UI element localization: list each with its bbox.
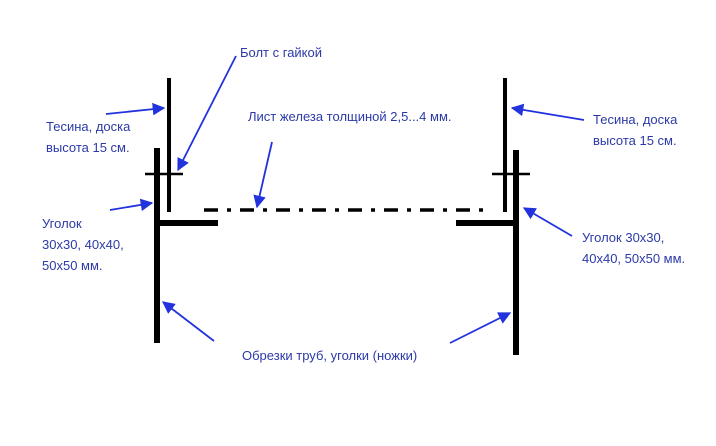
arrow-leg-right — [449, 312, 512, 344]
arrow-board-right — [510, 103, 585, 121]
label-angle-left-line3: 50х50 мм. — [42, 258, 103, 273]
label-board-right-line2: высота 15 см. — [593, 133, 677, 148]
arrow-sheet — [253, 141, 273, 209]
label-sheet: Лист железа толщиной 2,5...4 мм. — [248, 109, 452, 124]
label-angle-left-line1: Уголок — [42, 216, 82, 231]
arrow-board-left — [105, 102, 166, 116]
label-bolt: Болт с гайкой — [240, 45, 323, 60]
label-legs: Обрезки труб, уголки (ножки) — [242, 348, 418, 363]
arrow-angle-right — [522, 207, 573, 237]
label-angle-right-line2: 40х40, 50х50 мм. — [582, 251, 686, 266]
label-board-left-line2: высота 15 см. — [46, 140, 130, 155]
label-angle-right-line1: Уголок 30х30, — [582, 230, 665, 245]
label-angle-left-line2: 30х30, 40х40, — [42, 237, 124, 252]
label-board-left-line1: Тесина, доска — [46, 119, 131, 134]
label-board-right-line1: Тесина, доска — [593, 112, 678, 127]
arrow-bolt — [177, 55, 237, 172]
arrow-angle-left — [109, 198, 154, 212]
arrow-leg-left — [161, 301, 215, 342]
